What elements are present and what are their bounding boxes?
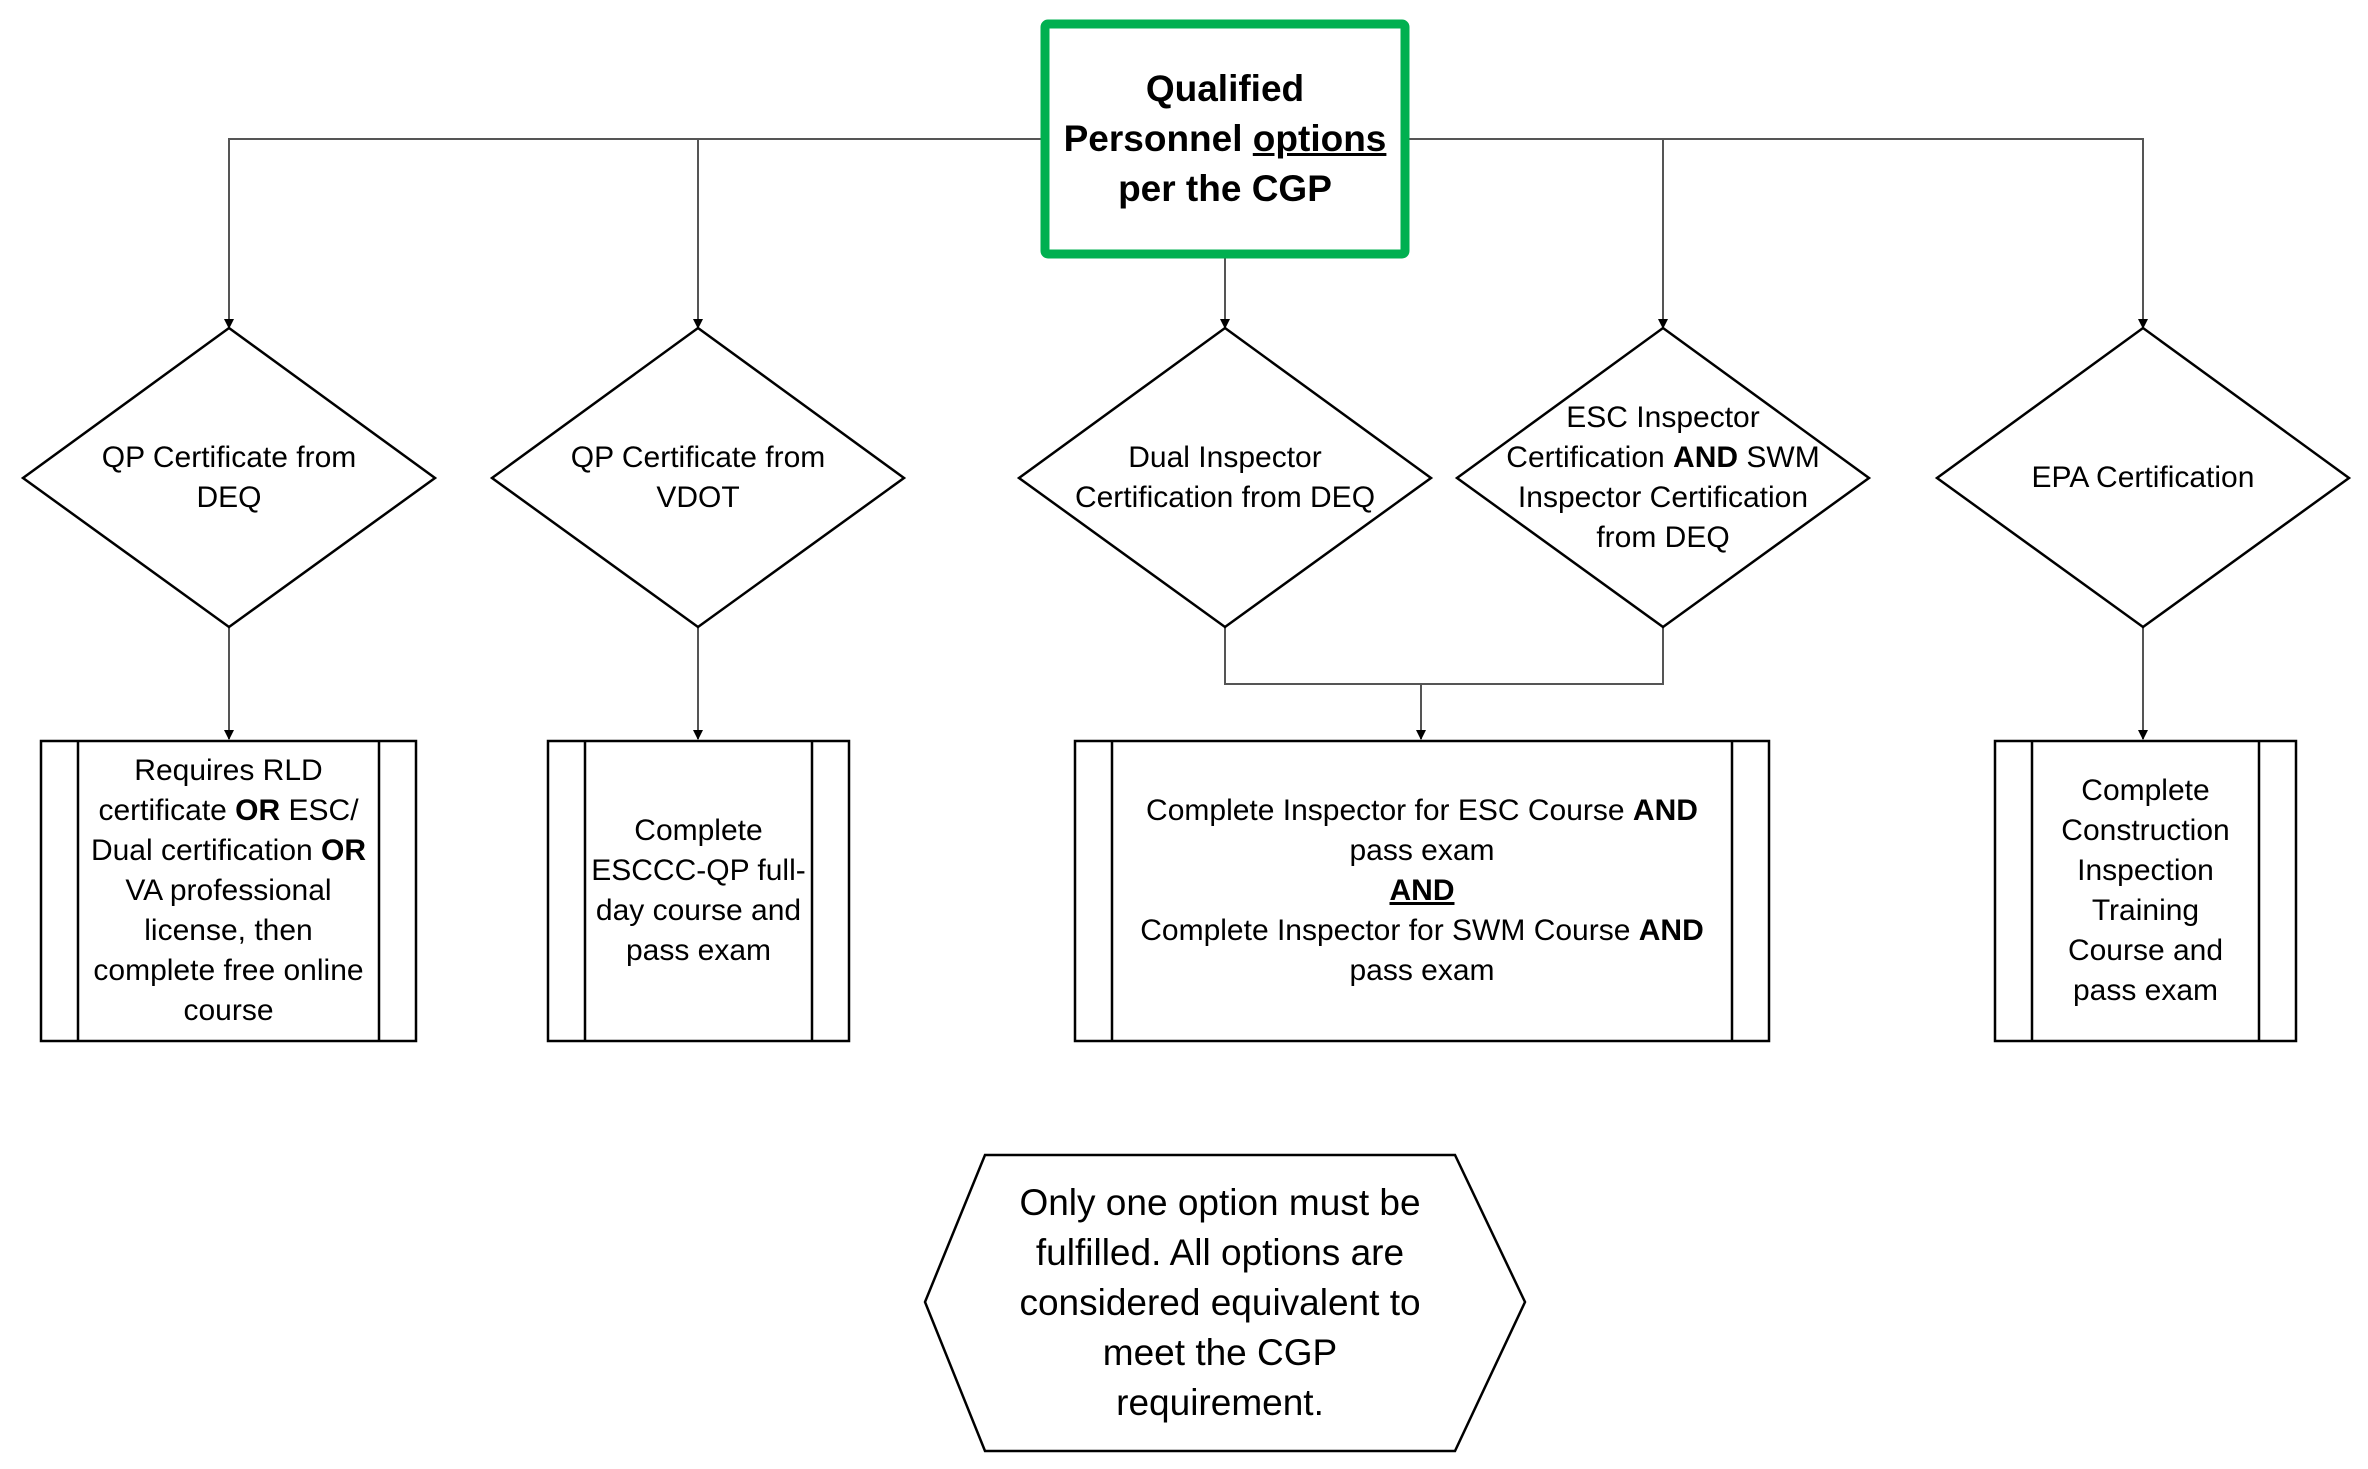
p1-line-1: Requires RLD <box>134 754 323 787</box>
connector-root-to-esc-swm <box>1405 138 1668 329</box>
p3-line-1-pre: Complete Inspector for ESC Course <box>1146 794 1633 827</box>
decision-diamond-qp-vdot <box>489 326 907 629</box>
decision-diamond-dual <box>1016 326 1434 629</box>
p1-line-3-pre: Dual certification <box>90 834 322 867</box>
root-label: Qualified Personnel options per the CGP <box>1050 29 1400 249</box>
p1-line-3-bold: OR <box>321 834 367 867</box>
decision-label-dual: Dual Inspector Certification from DEQ <box>1060 398 1390 558</box>
p4-line-3: Inspection <box>2077 854 2214 887</box>
decision-esc-swm-line-3: Inspector Certification <box>1517 481 1809 514</box>
process-box-p2 <box>546 739 851 1043</box>
p1-line-2-post: ESC/ <box>280 794 359 827</box>
root-line-2-pre: Personnel <box>1063 118 1253 159</box>
process-label-p4: Complete Construction Inspection Trainin… <box>2032 741 2259 1041</box>
connector-root-to-qp-vdot <box>693 138 1045 329</box>
connector-dual-to-p3 <box>1224 627 1421 685</box>
p4-line-5: Course and <box>2067 934 2224 967</box>
root-box <box>1040 19 1410 259</box>
decision-esc-swm-line-1: ESC Inspector <box>1566 401 1760 434</box>
note-label: Only one option must be fulfilled. All o… <box>985 1160 1455 1446</box>
p4-line-1: Complete <box>2081 774 2210 807</box>
p1-line-6: complete free online <box>93 954 364 987</box>
process-box-p1 <box>39 739 418 1043</box>
p1-line-4: VA professional <box>125 874 332 907</box>
p3-line-3-and: AND <box>1389 874 1455 907</box>
decision-esc-swm-line-4: from DEQ <box>1596 521 1730 554</box>
note-line-2: fulfilled. All options are <box>1035 1232 1405 1273</box>
connector-root-to-epa <box>1405 138 2148 329</box>
root-line-2-underlined: options <box>1252 118 1387 159</box>
p1-line-2-pre: certificate <box>98 794 236 827</box>
process-box-p4 <box>1993 739 2298 1043</box>
decision-diamond-epa <box>1934 326 2352 629</box>
decision-esc-swm-line-2-bold: AND <box>1673 441 1739 474</box>
p4-line-6: pass exam <box>2072 974 2219 1007</box>
p3-line-4-pre: Complete Inspector for SWM Course <box>1140 914 1639 947</box>
p1-line-7: course <box>183 994 274 1027</box>
p3-line-4-bold: AND <box>1638 914 1704 947</box>
decision-esc-swm-line-2-pre: Certification <box>1506 441 1674 474</box>
decision-qp-deq-line-2: DEQ <box>196 481 262 514</box>
note-line-4: meet the CGP <box>1102 1332 1338 1373</box>
process-label-p3: Complete Inspector for ESC Course AND pa… <box>1112 741 1732 1041</box>
p1-line-5: license, then <box>144 914 313 947</box>
p3-line-5: pass exam <box>1349 954 1495 987</box>
decision-label-epa: EPA Certification <box>1993 418 2293 538</box>
p2-line-1: Complete <box>634 814 763 847</box>
p2-line-4: pass exam <box>625 934 772 967</box>
process-label-p2: Complete ESCCC-QP full- day course and p… <box>585 741 812 1041</box>
decision-esc-swm-line-2-post: SWM <box>1738 441 1820 474</box>
decision-dual-line-2: Certification from DEQ <box>1074 481 1376 514</box>
decision-qp-deq-line-1: QP Certificate from <box>101 441 357 474</box>
decision-qp-vdot-line-2: VDOT <box>656 481 740 514</box>
root-line-1: Qualified <box>1145 68 1305 109</box>
decision-epa-line-1: EPA Certification <box>2031 461 2255 494</box>
note-line-1: Only one option must be <box>1019 1182 1421 1223</box>
process-box-p3 <box>1073 739 1771 1043</box>
note-line-3: considered equivalent to <box>1019 1282 1421 1323</box>
p1-line-2-bold: OR <box>235 794 281 827</box>
decision-dual-line-1: Dual Inspector <box>1128 441 1322 474</box>
connector-esc-swm-to-p3 <box>1416 627 1664 740</box>
p2-line-2: ESCCC-QP full- <box>591 854 806 887</box>
note-line-5: requirement. <box>1116 1382 1324 1423</box>
decision-diamond-esc-swm <box>1454 326 1872 629</box>
decision-label-esc-swm: ESC Inspector Certification AND SWM Insp… <box>1493 388 1833 568</box>
connector-root-to-qp-deq <box>224 138 1045 329</box>
decision-label-qp-vdot: QP Certificate from VDOT <box>548 398 848 558</box>
note-hexagon <box>923 1153 1527 1453</box>
p2-line-3: day course and <box>595 894 802 927</box>
p4-line-4: Training <box>2091 894 2200 927</box>
decision-diamond-qp-deq <box>20 326 438 629</box>
p4-line-2: Construction <box>2061 814 2230 847</box>
p3-line-2: pass exam <box>1349 834 1495 867</box>
p3-line-1-bold: AND <box>1632 794 1698 827</box>
root-line-3: per the CGP <box>1118 168 1332 209</box>
decision-label-qp-deq: QP Certificate from DEQ <box>79 398 379 558</box>
decision-qp-vdot-line-1: QP Certificate from <box>570 441 826 474</box>
process-label-p1: Requires RLD certificate OR ESC/ Dual ce… <box>78 741 379 1041</box>
